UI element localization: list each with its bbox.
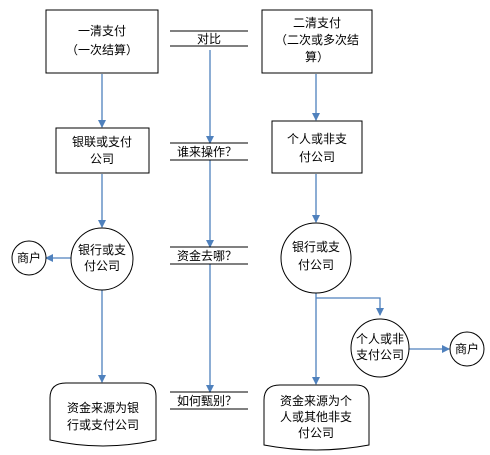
svg-text:（一次结算）: （一次结算） [66, 42, 138, 57]
svg-text:行或支付公司: 行或支付公司 [67, 418, 139, 432]
svg-text:一清支付: 一清支付 [78, 24, 126, 38]
svg-text:资金来源为个: 资金来源为个 [280, 393, 352, 408]
arrow-right-circle-to-person [316, 297, 384, 316]
node-right-merchant: 商户 [449, 331, 485, 367]
svg-text:资金来源为银: 资金来源为银 [67, 400, 139, 415]
svg-text:算）: 算） [305, 49, 329, 64]
mid-label-how-to-identify: 如何甄别？ [177, 393, 237, 408]
node-left-merchant: 商户 [11, 240, 47, 276]
center-dividers [170, 30, 248, 410]
node-first-clearing: 一清支付 （一次结算） [45, 9, 159, 74]
mid-label-compare: 对比 [197, 32, 221, 46]
node-right-individual-or-non-payment-circle: 个人或非 支付公司 [350, 318, 410, 378]
svg-text:商户: 商户 [455, 341, 479, 356]
svg-text:银行或支: 银行或支 [78, 243, 126, 257]
svg-text:商户: 商户 [17, 250, 41, 265]
node-left-funds-source: 资金来源为银 行或支付公司 [49, 382, 157, 447]
node-right-bank-or-payment-circle: 银行或支 付公司 [280, 222, 352, 294]
svg-text:人或其他非支: 人或其他非支 [280, 410, 352, 424]
svg-text:付公司: 付公司 [84, 259, 120, 273]
mid-label-who-operates: 谁来操作？ [177, 144, 237, 159]
node-individual-or-non-payment-company: 个人或非支 付公司 [271, 120, 363, 174]
svg-text:银行或支: 银行或支 [292, 240, 340, 254]
node-unionpay-or-payment-company: 银联或支付 公司 [55, 127, 150, 174]
svg-text:个人或非支: 个人或非支 [287, 132, 347, 146]
svg-text:付公司: 付公司 [299, 150, 335, 164]
svg-text:付公司: 付公司 [298, 258, 334, 272]
svg-text:付公司: 付公司 [298, 426, 334, 440]
svg-text:公司: 公司 [90, 152, 114, 166]
svg-text:二清支付: 二清支付 [293, 16, 341, 30]
svg-text:（二次或多次结: （二次或多次结 [275, 33, 359, 47]
mid-label-where-funds-go: 资金去哪？ [177, 248, 237, 263]
svg-text:银联或支付: 银联或支付 [72, 135, 132, 149]
node-left-bank-or-payment-circle: 银行或支 付公司 [70, 227, 134, 291]
svg-text:支付公司: 支付公司 [356, 348, 404, 362]
node-right-funds-source: 资金来源为个 人或其他非支 付公司 [263, 384, 370, 451]
node-second-clearing: 二清支付 （二次或多次结 算） [261, 9, 373, 74]
svg-text:个人或非: 个人或非 [356, 332, 404, 346]
connectors [45, 50, 450, 393]
